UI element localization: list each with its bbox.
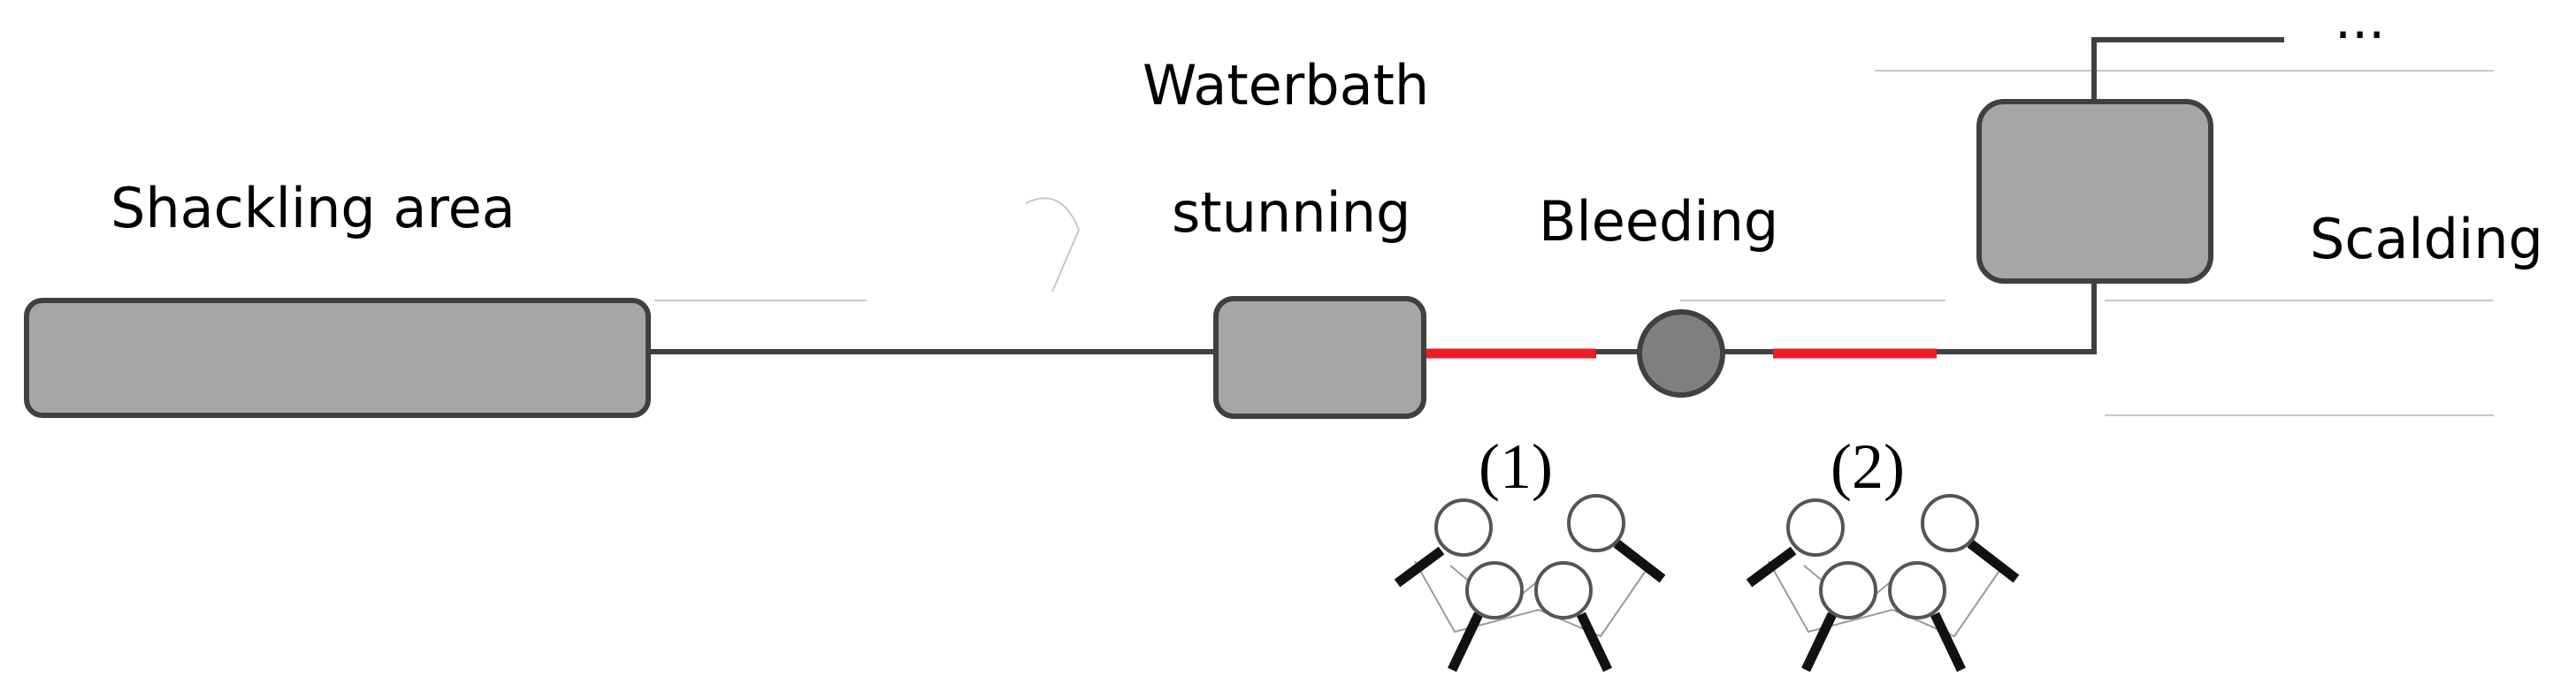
scalding-label: Scalding xyxy=(2310,207,2543,271)
shackling-area-box xyxy=(24,298,651,418)
inspector-group-2 xyxy=(1746,494,2020,672)
magnifier-icon xyxy=(1394,498,1493,588)
magnifier-icon xyxy=(1888,561,1966,672)
magnifier-icon xyxy=(1567,494,1666,583)
inspection-point-2-label: (2) xyxy=(1831,431,1905,502)
background-artifacts xyxy=(654,70,2494,416)
inspection-point-1-label: (1) xyxy=(1479,431,1553,502)
magnifier-icon xyxy=(1534,561,1612,672)
magnifier-icon xyxy=(1448,561,1524,672)
stunning-label-line-2: stunning xyxy=(1172,180,1410,245)
continuation-ellipsis: ··· xyxy=(2335,4,2385,66)
magnifier-icon xyxy=(1746,498,1845,588)
conveyor-line-exit xyxy=(2091,37,2284,102)
stunning-box xyxy=(1213,296,1426,419)
scalding-box xyxy=(1976,99,2213,284)
magnifier-icon xyxy=(1801,561,1877,672)
bleeding-circle xyxy=(1637,309,1725,398)
conveyor-line-to-scalding xyxy=(1937,281,2097,354)
magnifier-icon xyxy=(1921,494,2020,583)
bleeding-label: Bleeding xyxy=(1539,189,1778,254)
shackling-area-label: Shackling area xyxy=(111,176,516,240)
stunning-label-line-1: Waterbath xyxy=(1143,53,1429,118)
inspector-group-1 xyxy=(1394,494,1666,672)
